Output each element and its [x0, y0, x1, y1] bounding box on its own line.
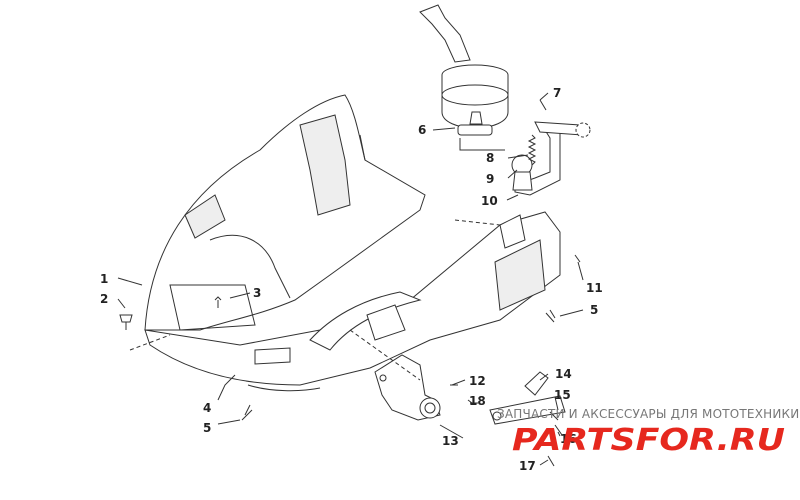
mount-bracket [511, 121, 591, 196]
callout-16: 16 [560, 432, 577, 446]
watermark-logo: PARTSFOR.RU [512, 423, 785, 458]
callout-14: 14 [555, 367, 572, 381]
watermark: ЗАПЧАСТИ И АКСЕССУАРЫ ДЛЯ МОТОТЕХНИКИ PA… [497, 407, 799, 458]
callout-6: 6 [418, 123, 426, 137]
callout-3: 3 [253, 286, 261, 300]
callout-12: 12 [469, 374, 486, 388]
tension-spring [527, 134, 537, 166]
callout-10: 10 [481, 194, 498, 208]
callout-5b: 5 [590, 303, 598, 317]
chassis-body [144, 94, 561, 392]
callout-17: 17 [519, 459, 536, 473]
callout-18: 18 [469, 394, 486, 408]
callout-11: 11 [586, 281, 603, 295]
callout-5a: 5 [203, 421, 211, 435]
callout-1: 1 [100, 272, 108, 286]
callout-13: 13 [442, 434, 459, 448]
callout-15: 15 [554, 388, 571, 402]
callout-8: 8 [486, 151, 494, 165]
fasteners [119, 99, 581, 467]
callout-2: 2 [100, 292, 108, 306]
callout-labels: 1 2 3 4 5 5 6 7 8 9 10 11 12 13 14 15 16… [100, 86, 603, 473]
leader-lines [117, 92, 584, 466]
callout-4: 4 [203, 401, 211, 415]
callout-7: 7 [553, 86, 561, 100]
watermark-caption: ЗАПЧАСТИ И АКСЕССУАРЫ ДЛЯ МОТОТЕХНИКИ [497, 407, 799, 421]
hanger-bracket [374, 354, 441, 421]
callout-9: 9 [486, 172, 494, 186]
muffler-canister [419, 4, 509, 136]
